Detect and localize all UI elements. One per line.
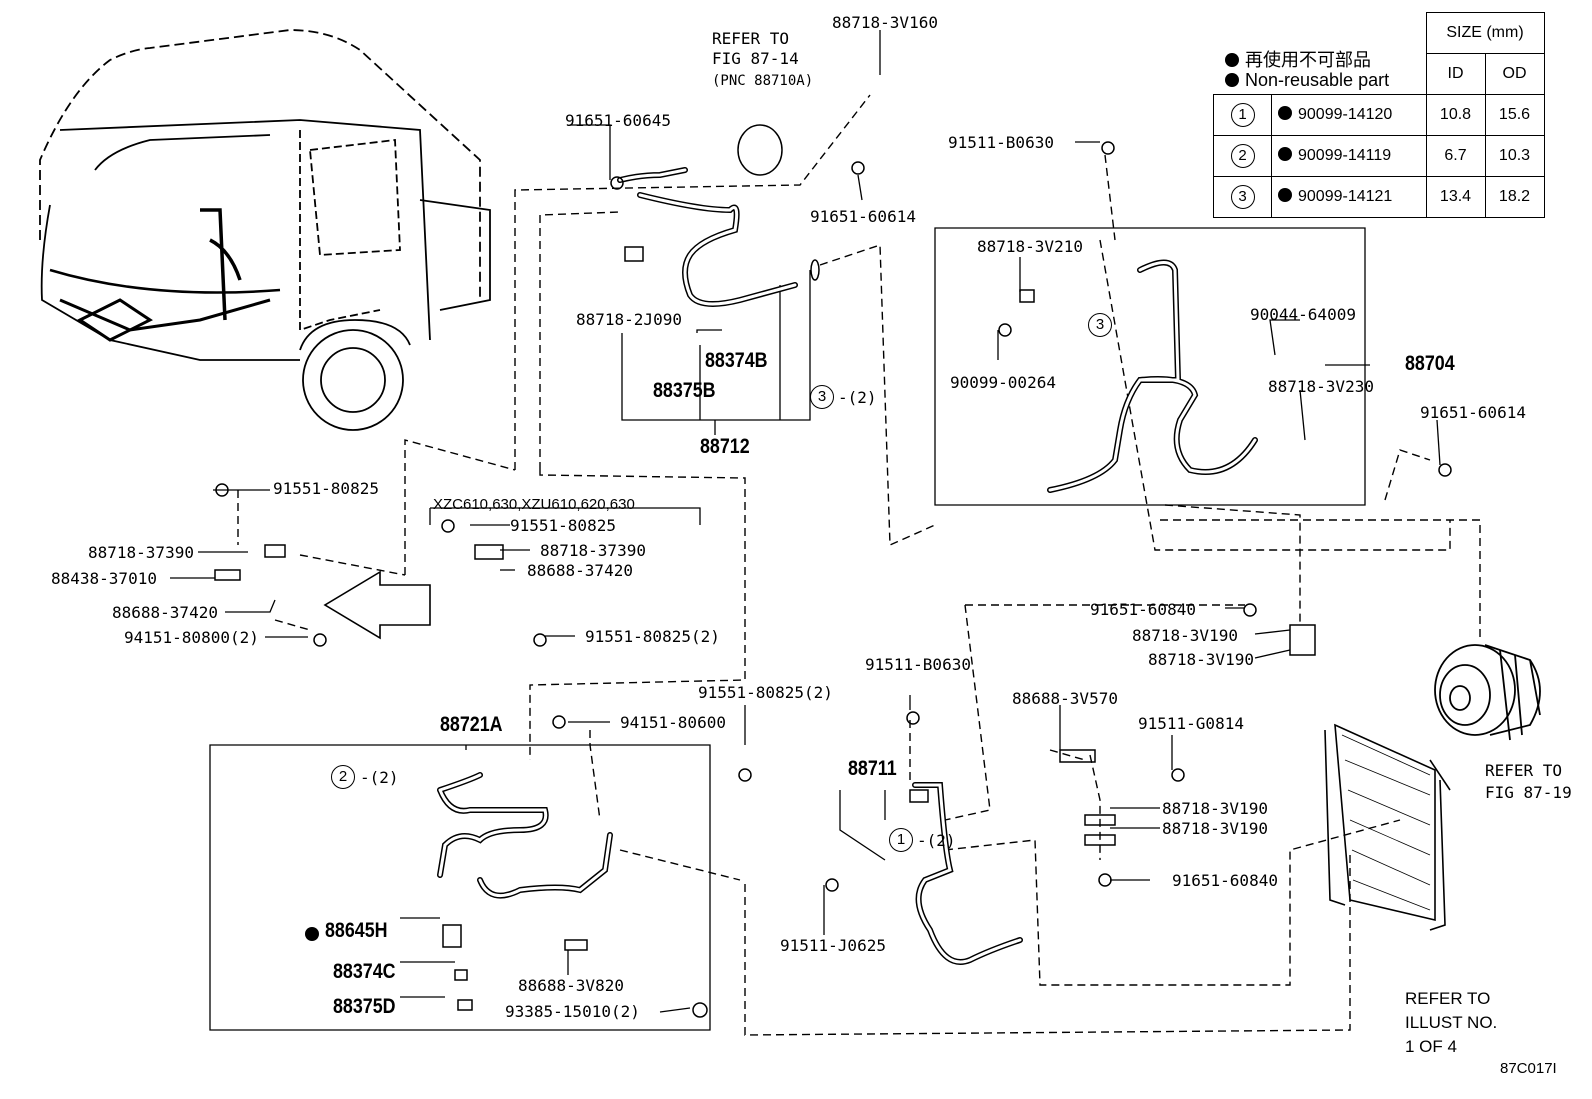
ref-illust-line2: ILLUST NO. <box>1405 1013 1498 1032</box>
oring-qty: -(2) <box>917 831 956 850</box>
part-label[interactable]: 91651-60645 <box>565 111 671 130</box>
ref-fig-87-14-line3: (PNC 88710A) <box>712 73 814 89</box>
oring-callout-3[interactable]: 3 <box>810 385 834 409</box>
od-value: 15.6 <box>1484 94 1545 136</box>
part-label[interactable]: 88688-37420 <box>112 603 218 622</box>
part-label[interactable]: 91651-60840 <box>1090 600 1196 619</box>
part-label[interactable]: 91551-80825 <box>510 516 616 535</box>
part-label[interactable]: 90099-00264 <box>950 373 1056 392</box>
id-value: 10.8 <box>1425 94 1486 136</box>
oring-size-table: SIZE (mm) ID OD 1 90099-14120 10.8 15.6 … <box>1213 12 1545 218</box>
oring-qty: -(2) <box>838 388 877 407</box>
part-label[interactable]: 91551-80825(2) <box>698 683 833 702</box>
oring-callout-3b[interactable]: 3 <box>1088 313 1112 337</box>
ref-fig-87-14-line1[interactable]: REFER TO <box>712 29 790 48</box>
part-label[interactable]: 91551-80825 <box>273 479 379 498</box>
part-label[interactable]: 91551-80825(2) <box>585 627 720 646</box>
figure-id: 87C017I <box>1500 1060 1557 1077</box>
condenser <box>1324 723 1451 931</box>
legend-non-reusable-en: Non-reusable part <box>1225 70 1389 91</box>
part-label[interactable]: 91511-J0625 <box>780 936 886 955</box>
legend-line-ja: 再使用不可部品 <box>1245 50 1371 70</box>
size-table-subheader-row: ID OD <box>1214 53 1545 95</box>
part-no: 90099-14119 <box>1298 147 1392 164</box>
ref-illust-line1[interactable]: REFER TO <box>1405 989 1491 1008</box>
id-value: 13.4 <box>1425 176 1486 218</box>
pipes-inner <box>438 168 1257 964</box>
item-no: 3 <box>1230 185 1255 209</box>
part-label[interactable]: 88718-3V190 <box>1132 626 1238 645</box>
part-label[interactable]: 93385-15010(2) <box>505 1002 640 1021</box>
od-value: 10.3 <box>1484 135 1545 177</box>
part-label[interactable]: 91651-60614 <box>810 207 916 226</box>
table-row: 1 90099-14120 10.8 15.6 <box>1213 94 1545 136</box>
part-label[interactable]: 88718-3V210 <box>977 237 1083 256</box>
od-value: 18.2 <box>1484 176 1545 218</box>
part-label[interactable]: 91511-B0630 <box>865 655 971 674</box>
part-label[interactable]: 88375B <box>653 379 716 402</box>
part-label[interactable]: 88374B <box>705 349 768 372</box>
table-row: 2 90099-14119 6.7 10.3 <box>1213 135 1545 177</box>
id-value: 6.7 <box>1425 135 1486 177</box>
part-no: 90099-14120 <box>1298 106 1393 123</box>
part-label[interactable]: 91651-60614 <box>1420 403 1526 422</box>
part-label[interactable]: 88374C <box>333 960 396 983</box>
col-od: OD <box>1484 53 1545 95</box>
part-label-assembly[interactable]: 88711 <box>848 757 897 780</box>
part-label[interactable]: 91651-60840 <box>1172 871 1278 890</box>
size-header: SIZE (mm) <box>1425 12 1545 54</box>
part-label[interactable]: 88718-3V160 <box>832 13 938 32</box>
part-label[interactable]: 88438-37010 <box>51 569 157 588</box>
part-label[interactable]: 88688-3V570 <box>1012 689 1118 708</box>
direction-arrow <box>323 570 431 640</box>
oring-callout-2[interactable]: 2 <box>331 765 355 789</box>
size-table-header-row: SIZE (mm) <box>1214 12 1545 54</box>
part-label[interactable]: 88718-3V230 <box>1268 377 1374 396</box>
oring-callout-1[interactable]: 1 <box>889 828 913 852</box>
ref-fig-87-19-line2[interactable]: FIG 87-19 <box>1485 783 1572 802</box>
part-label-assembly[interactable]: 88721A <box>440 713 503 736</box>
part-label[interactable]: 90044-64009 <box>1250 305 1356 324</box>
part-label[interactable]: 88718-3V190 <box>1148 650 1254 669</box>
part-label-assembly[interactable]: 88704 <box>1405 352 1455 375</box>
part-label[interactable]: 88688-3V820 <box>518 976 624 995</box>
col-id: ID <box>1425 53 1486 95</box>
part-label-assembly[interactable]: 88712 <box>700 435 750 458</box>
ref-fig-87-14-line2[interactable]: FIG 87-14 <box>712 49 799 68</box>
part-label[interactable]: 88718-37390 <box>540 541 646 560</box>
legend-non-reusable-ja: 再使用不可部品 <box>1225 46 1371 72</box>
part-label[interactable]: 91511-G0814 <box>1138 714 1244 733</box>
non-reusable-dot <box>305 927 319 941</box>
part-label[interactable]: 91511-B0630 <box>948 133 1054 152</box>
truck-cab-illustration <box>39 29 491 431</box>
part-label[interactable]: 94151-80600 <box>620 713 726 732</box>
part-label[interactable]: 94151-80800(2) <box>124 628 259 647</box>
table-row: 3 90099-14121 13.4 18.2 <box>1213 176 1545 218</box>
part-label[interactable]: 88718-3V190 <box>1162 799 1268 818</box>
item-no: 2 <box>1230 144 1255 168</box>
item-no: 1 <box>1230 103 1255 127</box>
part-label[interactable]: 88718-2J090 <box>576 310 682 329</box>
part-label[interactable]: 88718-37390 <box>88 543 194 562</box>
variant-label: XZC610,630,XZU610,620,630 <box>433 496 635 513</box>
oring-qty: -(2) <box>360 768 399 787</box>
part-label[interactable]: 88688-37420 <box>527 561 633 580</box>
compressor <box>1434 644 1541 741</box>
legend-line-en: Non-reusable part <box>1245 70 1390 90</box>
fasteners <box>214 124 1452 1018</box>
solid-leaders <box>170 30 1441 1031</box>
part-label[interactable]: 88718-3V190 <box>1162 819 1268 838</box>
ref-illust-line3: 1 OF 4 <box>1405 1037 1457 1056</box>
part-label[interactable]: 88645H <box>325 919 388 942</box>
part-no: 90099-14121 <box>1298 188 1393 205</box>
part-label[interactable]: 88375D <box>333 995 396 1018</box>
ref-fig-87-19-line1[interactable]: REFER TO <box>1485 761 1563 780</box>
